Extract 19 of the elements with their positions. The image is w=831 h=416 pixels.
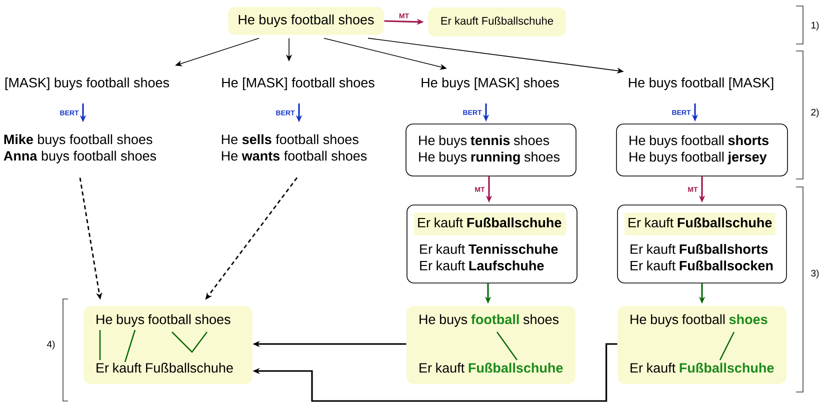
step-number: 3) bbox=[811, 270, 819, 278]
highlighted-sentence-box: He buys football shoes Er kauft Fußballschuhe bbox=[406, 306, 576, 384]
sentence-text: He buys [MASK] shoes bbox=[422, 78, 559, 90]
highlighted-sentence-box: He buys football shoes Er kauft Fußballschuhe bbox=[618, 306, 786, 384]
sentence-text: He buys football [MASK] bbox=[628, 78, 774, 90]
sentence-text: Mike buys football shoes Anna buys football shoes bbox=[4, 134, 156, 164]
sentence-text: [MASK] buys football shoes bbox=[5, 78, 170, 90]
step-number: 2) bbox=[811, 108, 819, 118]
candidate-box: Er kauft Fußballschuhe Er kauft Tennisschuhe Er kauft Laufschuhe bbox=[406, 204, 578, 284]
step-number: 1) bbox=[812, 22, 819, 30]
candidate-box: He buys football shorts He buys football jersey bbox=[616, 124, 788, 176]
sentence-text: He [MASK] football shoes bbox=[222, 78, 374, 90]
step-number: 4) bbox=[47, 340, 55, 350]
highlighted-sentence-box: Er kauft Fußballschuhe bbox=[428, 8, 566, 36]
highlighted-sentence-box: He buys football shoes Er kauft Fußballschuhe bbox=[84, 306, 252, 384]
candidate-box: Er kauft Fußballschuhe Er kauft Fußballshorts Er kauft Fußballsocken bbox=[617, 204, 787, 284]
candidate-box: He buys tennis shoes He buys running shoes bbox=[406, 124, 576, 176]
sentence-text: He sells football shoes He wants football shoes bbox=[222, 134, 367, 161]
highlighted-sentence-box: He buys football shoes bbox=[228, 7, 384, 35]
